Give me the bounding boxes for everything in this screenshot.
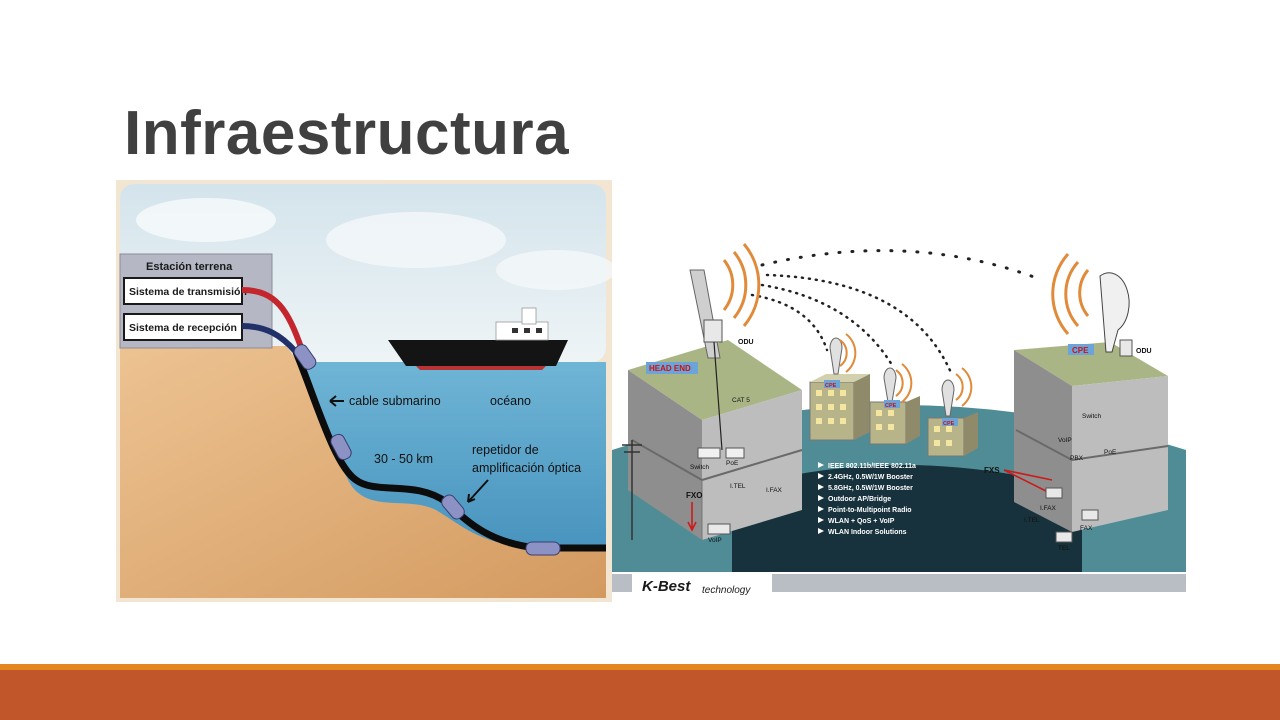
cpe-tag — [824, 380, 840, 388]
itel-label-right: I.TEL — [1024, 517, 1040, 524]
repeater-arrow — [467, 479, 489, 503]
transmission-cable — [241, 287, 305, 351]
feature-item: IEEE 802.11b/IEEE 802.11a — [828, 463, 916, 470]
feature-item: 5.8GHz, 0.5W/1W Booster — [828, 485, 913, 492]
voip-label-left: VoIP — [708, 537, 722, 544]
feature-list: IEEE 802.11b/IEEE 802.11a 2.4GHz, 0.5W/1… — [828, 463, 916, 536]
cloud — [496, 250, 612, 290]
cpe-antenna — [883, 367, 897, 403]
optical-repeater — [525, 541, 561, 556]
submarine-cable-diagram: Estación terrena Sistema de transmisión … — [116, 180, 612, 602]
transmission-system-label: Sistema de transmisión — [129, 286, 247, 298]
odu-right-label: ODU — [1136, 348, 1152, 355]
cpe-tag — [884, 400, 900, 408]
itel-label-left: I.TEL — [730, 483, 746, 490]
transmission-system-box — [123, 277, 243, 305]
seabed-land — [120, 346, 606, 598]
utility-pole — [622, 440, 642, 540]
signal-waves — [839, 333, 857, 373]
wireless-network-diagram: K-Best technology ODU HEAD END CAT 5 Swi… — [612, 240, 1186, 596]
feature-item: Point-to-Multipoint Radio — [828, 507, 912, 514]
cpe-right-label: CPE — [1072, 346, 1089, 355]
cat5-label: CAT 5 — [732, 397, 750, 404]
voip-gateway — [707, 523, 731, 535]
switch-label-left: Switch — [690, 464, 710, 471]
poe-device — [725, 447, 745, 459]
cloud — [136, 198, 276, 242]
phone-device — [1055, 531, 1073, 543]
cable-arrow — [329, 395, 344, 407]
head-end-tag — [646, 362, 698, 374]
footer-accent-line — [0, 664, 1280, 670]
poe-label-left: PoE — [726, 460, 739, 467]
repeater-label-2: amplificación óptica — [472, 461, 581, 475]
head-end-label: HEAD END — [649, 364, 691, 373]
brand-logo: K-Best — [642, 578, 691, 595]
footer-bar — [0, 670, 1280, 720]
pbx-label: PBX — [1070, 455, 1084, 462]
ground-dark — [732, 465, 1082, 572]
cpe-tag — [942, 418, 958, 426]
feature-item: Outdoor AP/Bridge — [828, 496, 891, 503]
brand-suffix: technology — [702, 585, 751, 596]
slide-title: Infraestructura — [124, 99, 570, 168]
wireless-link — [760, 283, 894, 367]
cpe-antenna — [941, 379, 955, 417]
head-end-building — [628, 340, 803, 540]
wireless-link — [765, 273, 954, 377]
tel-label: TEL — [1058, 545, 1070, 552]
cpe-tag-label: CPE — [825, 383, 837, 389]
voip-label-right: VoIP — [1058, 437, 1072, 444]
submarine-cable — [292, 350, 606, 552]
signal-waves — [1051, 253, 1090, 335]
fxo-arrow — [687, 502, 697, 532]
ifax-label-right: I.FAX — [1040, 505, 1057, 512]
fxs-label: FXS — [984, 466, 1000, 475]
cpe-main-building — [1014, 342, 1169, 532]
brand-strip-white — [632, 574, 772, 596]
cloud — [326, 212, 506, 268]
switch-device — [697, 447, 721, 459]
ocean-label: océano — [490, 394, 531, 408]
phone-device — [1045, 487, 1063, 499]
optical-repeater — [441, 494, 465, 520]
signal-waves — [895, 363, 913, 403]
head-end-odu — [703, 319, 723, 343]
signal-waves — [955, 367, 973, 407]
feature-item: WLAN + QoS + VoIP — [828, 518, 895, 525]
cable-label: cable submarino — [349, 394, 441, 408]
fxs-arrow — [1003, 469, 1053, 493]
signal-waves — [722, 243, 761, 327]
reception-system-label: Sistema de recepción — [129, 322, 237, 334]
cpe-tag-label: CPE — [885, 403, 897, 409]
grid-dish-antenna — [1099, 272, 1130, 353]
poe-label-right: PoE — [1104, 449, 1117, 456]
reception-system-box — [123, 313, 243, 341]
ifax-label-left: I.FAX — [766, 487, 783, 494]
odu-left-label: ODU — [738, 339, 754, 346]
fax-label: FAX — [1080, 525, 1093, 532]
fxo-label: FXO — [686, 491, 702, 500]
distance-label: 30 - 50 km — [374, 452, 433, 466]
switch-label-right: Switch — [1082, 413, 1102, 420]
repeater-label-1: repetidor de — [472, 443, 539, 457]
cat5-cable — [713, 341, 723, 451]
phone-device — [1081, 509, 1099, 521]
optical-repeater — [293, 344, 317, 370]
cpe-right-tag — [1068, 344, 1094, 355]
feature-bullets — [818, 462, 824, 534]
cpe-antenna — [829, 337, 843, 375]
cpe-odu-box — [1119, 339, 1133, 357]
feature-item: 2.4GHz, 0.5W/1W Booster — [828, 474, 913, 481]
reception-cable — [241, 323, 299, 354]
cpe-tag-label: CPE — [943, 421, 955, 427]
feature-item: WLAN Indoor Solutions — [828, 529, 907, 536]
earth-station-title: Estación terrena — [146, 261, 233, 273]
optical-repeater — [330, 433, 352, 461]
wireless-link — [760, 249, 1044, 282]
ship — [388, 307, 568, 370]
cpe-building — [869, 396, 920, 445]
